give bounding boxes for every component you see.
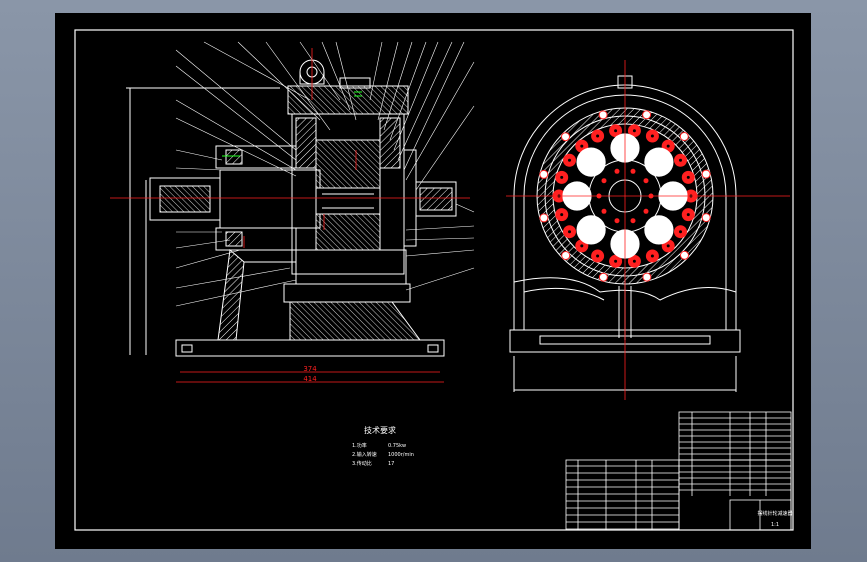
drawing-border bbox=[74, 29, 794, 531]
tech-req-row-3-label: 3.传动比 bbox=[352, 460, 372, 467]
pin-hole bbox=[567, 157, 572, 163]
shaft-bolt bbox=[601, 178, 607, 184]
side-view-centerlines bbox=[110, 48, 470, 383]
bolt-hole bbox=[642, 272, 652, 282]
bolt-hole bbox=[561, 251, 571, 260]
pin-hole bbox=[631, 258, 637, 264]
tech-req-row-3-value: 17 bbox=[388, 461, 394, 467]
bolt-hole bbox=[561, 132, 570, 142]
dimension-414: 414 bbox=[303, 375, 317, 383]
title-block-text: 摆线针轮减速器 1:1 bbox=[757, 510, 792, 528]
shaft-bolt bbox=[614, 218, 620, 224]
bolt-hole bbox=[701, 213, 711, 223]
shaft-bolt bbox=[643, 208, 649, 214]
pin-hole bbox=[559, 174, 565, 180]
bolt-hole bbox=[701, 169, 711, 179]
drawing-name: 摆线针轮减速器 bbox=[757, 510, 792, 517]
side-section-view bbox=[126, 41, 475, 357]
bolt-hole bbox=[679, 132, 689, 141]
pin-hole bbox=[613, 128, 619, 134]
shaft-bolt bbox=[614, 168, 620, 174]
bolt-hole bbox=[642, 110, 652, 120]
dimension-374: 374 bbox=[303, 365, 317, 373]
side-view-green-marks bbox=[222, 91, 362, 157]
bolt-hole bbox=[680, 250, 689, 260]
pin-ring bbox=[539, 110, 711, 282]
bolt-hole bbox=[598, 110, 608, 120]
eccentric-hole bbox=[644, 215, 674, 245]
tech-req-title: 技术要求 bbox=[364, 425, 396, 435]
pin-hole bbox=[665, 143, 671, 149]
title-block bbox=[565, 459, 792, 531]
side-view-dimension-text: 374 414 bbox=[303, 365, 317, 383]
pin-hole bbox=[649, 133, 655, 139]
shaft-bolt bbox=[630, 168, 636, 174]
tech-req-row-1-value: 0.75kw bbox=[388, 443, 406, 449]
pin-hole bbox=[567, 229, 572, 235]
pin-hole bbox=[665, 243, 671, 249]
pin-hole bbox=[685, 174, 691, 180]
eccentric-hole bbox=[644, 147, 674, 177]
pin-hole bbox=[595, 253, 601, 259]
shaft-bolt bbox=[630, 218, 636, 224]
tech-req-row-1-label: 1.功率 bbox=[352, 442, 367, 449]
pin-hole bbox=[613, 258, 619, 264]
eccentric-hole bbox=[576, 215, 606, 245]
drawing-sheet: 374 414 技 bbox=[55, 13, 811, 549]
technical-requirements: 技术要求 1.功率 0.75kw 2.输入转速 1000r/min 3.传动比 … bbox=[352, 425, 414, 467]
bolt-hole bbox=[598, 272, 608, 282]
pin-hole bbox=[559, 212, 565, 218]
eccentric-hole bbox=[576, 147, 606, 177]
pin-hole bbox=[595, 133, 601, 139]
bolt-hole bbox=[539, 169, 549, 179]
shaft-bolt bbox=[643, 178, 649, 184]
pin-hole bbox=[678, 229, 683, 235]
drawing-scale: 1:1 bbox=[771, 522, 779, 528]
tech-req-row-2-value: 1000r/min bbox=[388, 452, 414, 458]
pin-hole bbox=[631, 128, 637, 134]
shaft-bolt bbox=[601, 208, 607, 214]
end-view-centerlines bbox=[506, 60, 790, 400]
bolt-hole bbox=[539, 213, 549, 223]
pin-hole bbox=[579, 143, 585, 149]
tech-req-row-2-label: 2.输入转速 bbox=[352, 451, 377, 458]
pin-hole bbox=[678, 157, 683, 163]
pin-hole bbox=[649, 253, 655, 259]
pin-hole bbox=[579, 243, 585, 249]
pin-hole bbox=[685, 212, 691, 218]
